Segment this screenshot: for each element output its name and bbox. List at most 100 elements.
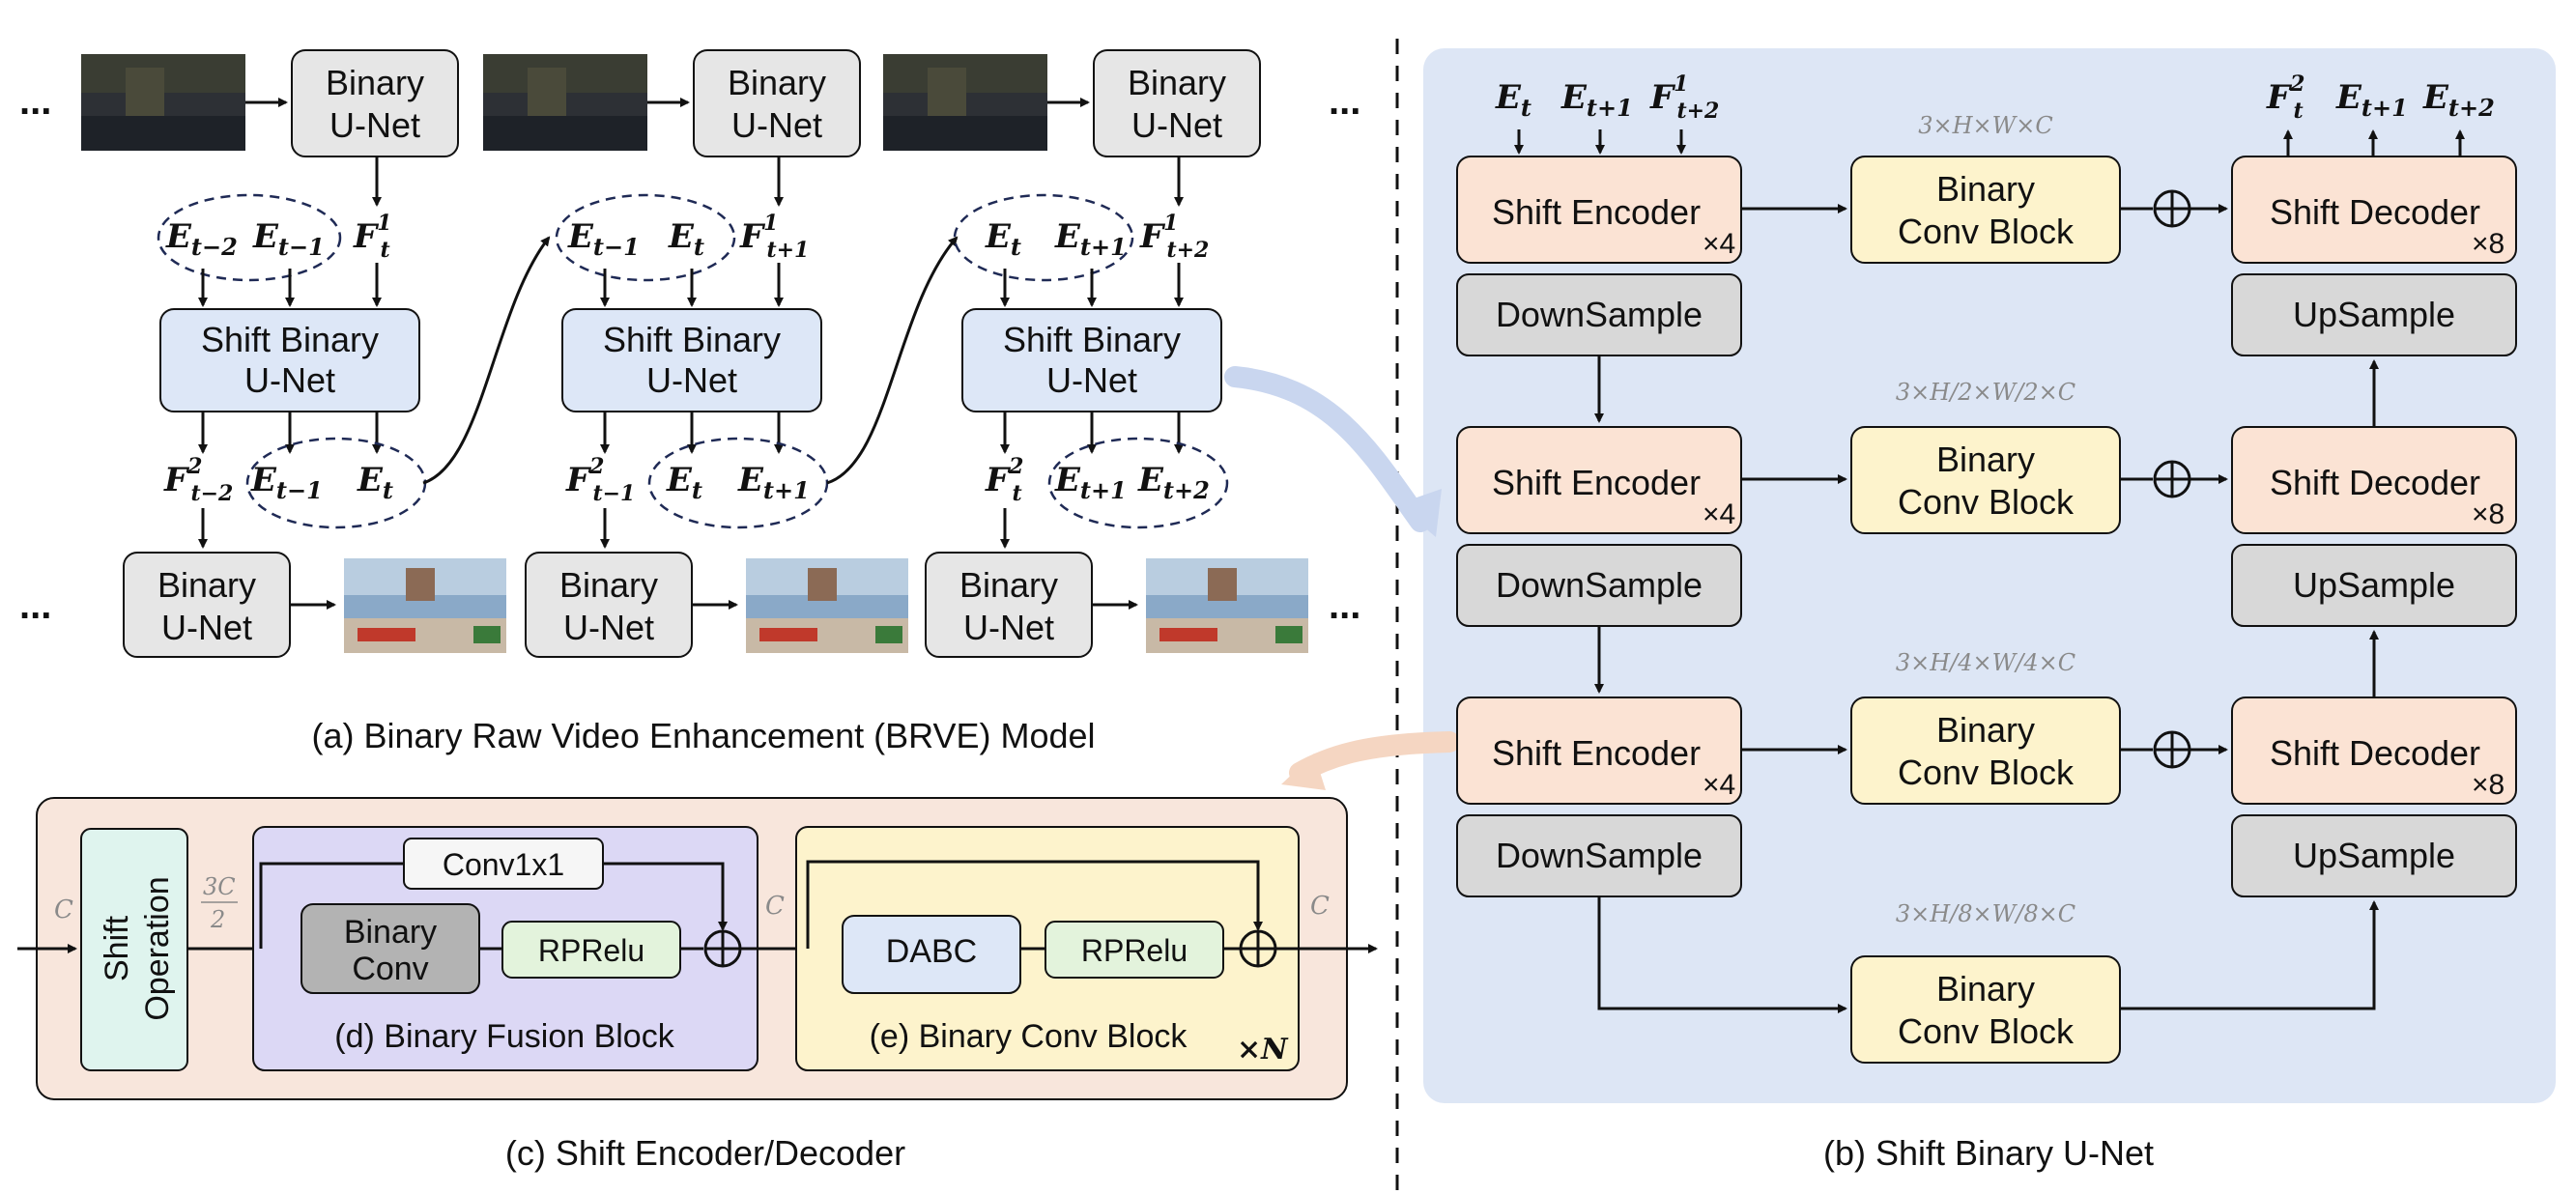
channel-label-mid2: C	[765, 892, 785, 921]
upsample-box	[2231, 814, 2517, 897]
binary-unet-label: U-Net	[1131, 105, 1222, 145]
shift-binary-unet-label: U-Net	[244, 360, 335, 400]
shift-binary-unet-label: U-Net	[1046, 360, 1137, 400]
feature-dim-level4: 3×H/8×W/8×C	[1896, 900, 2075, 927]
feature-e-t: Et	[666, 461, 702, 504]
encoder-multiplier: ×4	[1703, 498, 1735, 530]
binary-conv-block-label: Binary	[1936, 440, 2035, 479]
feature-e-t-plus-2: Et+2	[1137, 461, 1210, 504]
binary-unet-label: Binary	[1128, 63, 1226, 102]
binary-conv-block-label: Conv Block	[1898, 1011, 2075, 1051]
feature-e-t: Et	[357, 461, 393, 504]
feature-dim-level2: 3×H/2×W/2×C	[1896, 379, 2075, 406]
shift-decoder-box	[2231, 426, 2517, 534]
binary-unet-label: Binary	[326, 63, 424, 102]
shift-binary-unet-label: U-Net	[646, 360, 737, 400]
raw-frame-thumbnail	[81, 54, 245, 151]
dabc-label: DABC	[886, 933, 977, 970]
ellipsis-top-right: ...	[1329, 80, 1360, 123]
shift-decoder-box	[2231, 156, 2517, 264]
feature-group-ellipse	[1047, 437, 1229, 529]
rprelu-label: RPRelu	[538, 933, 644, 968]
feature-e-t: Et	[668, 217, 704, 261]
shift-encoder-label: Shift Encoder	[1492, 463, 1701, 502]
decoder-multiplier: ×8	[2472, 769, 2504, 801]
binary-conv-label: Conv	[352, 951, 428, 987]
feature-e-t-plus-1: Et+1	[737, 461, 810, 504]
feature-e-t-minus-1: Et−1	[250, 461, 323, 504]
encoder-multiplier: ×4	[1703, 769, 1735, 801]
raw-frame-thumbnail	[483, 54, 647, 151]
shift-decoder-box	[2231, 696, 2517, 805]
binary-conv-block-label: Conv Block	[1898, 753, 2075, 792]
zoom-arrow-to-detail-head	[1281, 753, 1326, 790]
downsample-label: DownSample	[1496, 836, 1703, 875]
channel-label-mid: 3C	[203, 873, 236, 900]
binary-conv-block-label: Binary	[1936, 969, 2035, 1009]
caption-b: (b) Shift Binary U-Net	[1823, 1133, 2154, 1173]
caption-a: (a) Binary Raw Video Enhancement (BRVE) …	[311, 716, 1095, 755]
enhanced-frame-thumbnail	[344, 558, 506, 653]
upsample-label: UpSample	[2293, 836, 2455, 875]
binary-unet-label: U-Net	[563, 608, 654, 647]
feature-dim-level3: 3×H/4×W/4×C	[1896, 649, 2075, 676]
feature-e-t-minus-1: Et−1	[567, 217, 640, 261]
ellipsis-bottom-left: ...	[19, 584, 51, 627]
binary-conv-block-label: Binary	[1936, 710, 2035, 750]
binary-unet-label: U-Net	[731, 105, 822, 145]
enhanced-frame-thumbnail	[1146, 558, 1308, 653]
rprelu-label: RPRelu	[1081, 933, 1188, 968]
binary-unet-box	[1093, 49, 1261, 157]
downsample-label: DownSample	[1496, 565, 1703, 605]
conv1x1-label: Conv1x1	[443, 847, 564, 882]
binary-unet-label: Binary	[559, 565, 658, 605]
feature-e-t-plus-1: Et+1	[1054, 217, 1127, 261]
feature-group-ellipse	[157, 193, 342, 282]
upsample-label: UpSample	[2293, 295, 2455, 334]
zoom-arrow-to-unet	[1224, 366, 1431, 532]
feature-group-ellipse	[555, 193, 736, 282]
caption-d: (d) Binary Fusion Block	[334, 1018, 674, 1055]
dabc-box	[842, 915, 1021, 994]
binary-unet-label: U-Net	[963, 608, 1054, 647]
channel-label-mid-denominator: 2	[210, 906, 225, 933]
binary-conv-block-label: Binary	[1936, 169, 2035, 209]
caption-e: (e) Binary Conv Block	[870, 1018, 1188, 1055]
shift-binary-unet-label: Shift Binary	[1003, 320, 1181, 359]
shift-encoder-label: Shift Encoder	[1492, 733, 1701, 773]
output-e-t-plus-1: Et+1	[2335, 78, 2408, 122]
ellipsis-top-left: ...	[19, 80, 51, 123]
repeat-n-label: ×N	[1237, 1033, 1289, 1066]
upsample-box	[2231, 544, 2517, 627]
binary-unet-label: Binary	[959, 565, 1058, 605]
binary-unet-box	[291, 49, 459, 157]
upsample-label: UpSample	[2293, 565, 2455, 605]
shift-decoder-label: Shift Decoder	[2270, 192, 2480, 232]
feature-group-ellipse	[953, 193, 1134, 282]
zoom-arrow-to-unet-head	[1397, 489, 1442, 537]
shift-binary-unet-label: Shift Binary	[603, 320, 781, 359]
binary-unet-label: Binary	[728, 63, 826, 102]
panel-a-brve-model: ... ... ... ... Binary U-Net Et−2 Et−1 F…	[19, 49, 1442, 755]
channel-label-input: C	[54, 896, 73, 924]
downsample-label: DownSample	[1496, 295, 1703, 334]
raw-frame-thumbnail	[883, 54, 1047, 151]
decoder-multiplier: ×8	[2472, 498, 2504, 530]
ellipsis-bottom-right: ...	[1329, 584, 1360, 627]
binary-unet-label: Binary	[157, 565, 256, 605]
feature-e-t-minus-1: Et−1	[252, 217, 325, 261]
feature-e-t-plus-1: Et+1	[1054, 461, 1127, 504]
decoder-multiplier: ×8	[2472, 228, 2504, 260]
binary-conv-block-label: Conv Block	[1898, 212, 2075, 251]
feature-e-t-minus-2: Et−2	[165, 217, 238, 261]
